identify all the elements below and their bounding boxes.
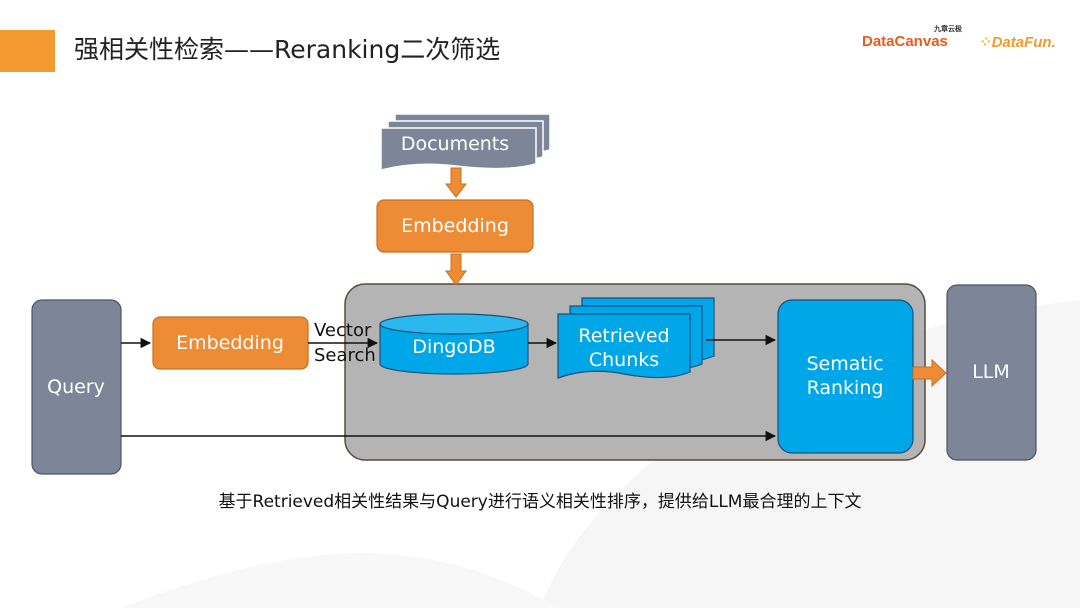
documents-node: Documents [380, 113, 551, 171]
datafun-logo-text: DataFun. [991, 34, 1056, 51]
datacanvas-logo: 九章云极 DataCanvas [862, 24, 966, 54]
datacanvas-logo-en: DataCanvas [862, 33, 948, 50]
page-title: 强相关性检索——Reranking二次筛选 [74, 35, 501, 64]
dingodb-label: DingoDB [412, 336, 495, 358]
datacanvas-logo-cn: 九章云极 [934, 25, 962, 33]
query-node [31, 299, 122, 475]
llm-label: LLM [972, 361, 1010, 383]
title-accent-block [0, 30, 55, 72]
documents-label: Documents [401, 133, 509, 155]
vector-search-label-2: Search [314, 345, 376, 366]
retrieved-chunks-label-1: Retrieved [578, 325, 669, 347]
arrow-docs-to-embedding [444, 167, 468, 198]
embedding-top-node [376, 199, 534, 253]
embedding-top-label: Embedding [401, 215, 509, 237]
vector-search-label-1: Vector [314, 320, 372, 341]
retrieved-chunks-label-2: Chunks [589, 349, 659, 371]
dingodb-node: DingoDB [379, 313, 529, 375]
arrow-embedding-to-db [445, 253, 467, 286]
retrieved-chunks-node: Retrieved Chunks [557, 297, 715, 379]
embedding-left-label: Embedding [176, 332, 284, 354]
llm-node [946, 284, 1037, 461]
ranking-label-2: Ranking [807, 377, 884, 399]
diagram-caption: 基于Retrieved相关性结果与Query进行语义相关性排序，提供给LLM最合… [218, 492, 862, 512]
query-label: Query [47, 376, 105, 398]
arrow-ranking-to-llm [912, 358, 947, 388]
datafun-logo: ⁘DataFun. [978, 33, 1056, 51]
ranking-label-1: Sematic [806, 353, 883, 375]
datafun-spark-icon: ⁘ [978, 34, 991, 51]
